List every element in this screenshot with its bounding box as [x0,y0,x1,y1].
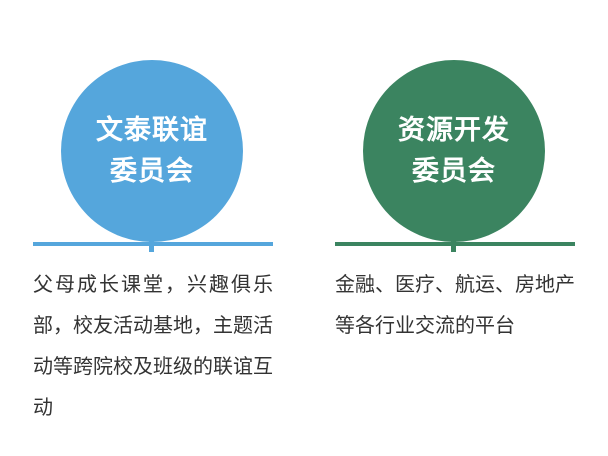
divider-bar [335,242,575,246]
committee-name-line1: 文泰联谊 [96,115,208,146]
committee-name-line2: 委员会 [110,156,194,187]
connector-stem [149,240,154,252]
committee-circle: 文泰联谊 委员会 [61,60,243,242]
connector-stem [451,240,456,252]
committee-name-line2: 委员会 [412,156,496,187]
committee-circle: 资源开发 委员会 [363,60,545,242]
committee-card-resource: 资源开发 委员会 金融、医疗、航运、房地产等各行业交流的平台 [335,0,575,456]
committee-description: 父母成长课堂，兴趣俱乐部，校友活动基地，主题活动等跨院校及班级的联谊互动 [33,272,273,419]
committee-card-wentai: 文泰联谊 委员会 父母成长课堂，兴趣俱乐部，校友活动基地，主题活动等跨院校及班级… [33,0,273,456]
committee-name-line1: 资源开发 [398,115,510,146]
divider-bar [33,242,273,246]
committee-description: 金融、医疗、航运、房地产等各行业交流的平台 [335,272,575,337]
